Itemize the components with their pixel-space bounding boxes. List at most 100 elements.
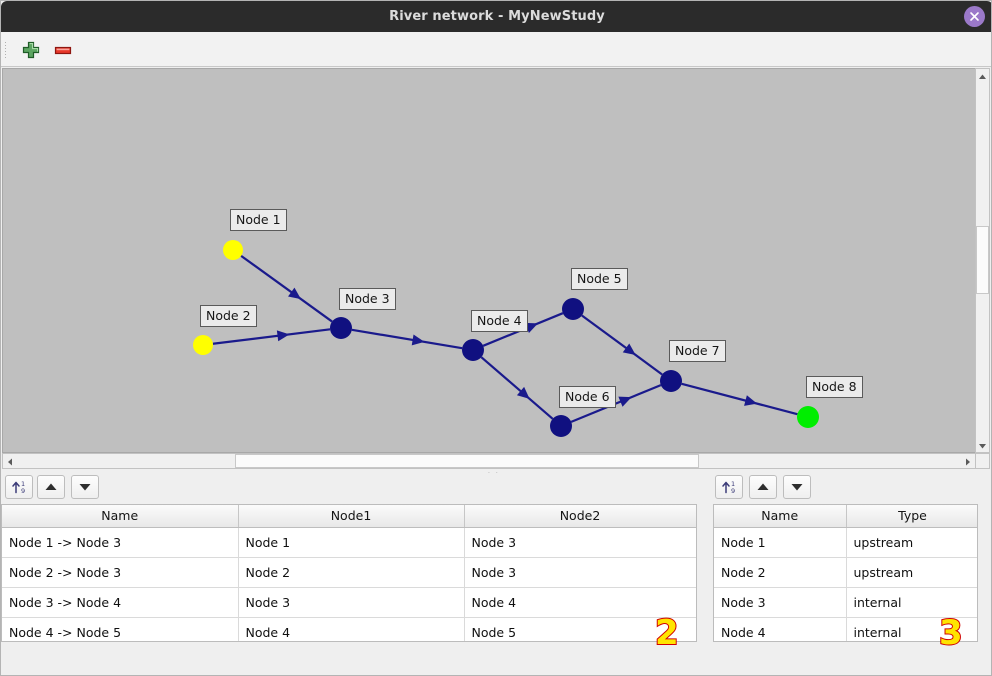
table-cell[interactable]: Node 4 — [238, 617, 465, 641]
window-title: River network - MyNewStudy — [389, 9, 605, 24]
graph-node-label[interactable]: Node 6 — [559, 386, 616, 408]
graph-node[interactable] — [550, 415, 572, 437]
table-cell[interactable]: Node 3 — [464, 527, 696, 558]
svg-text:9: 9 — [21, 487, 25, 495]
graph-edge-arrowhead — [411, 334, 425, 346]
graph-node[interactable] — [660, 370, 682, 392]
network-graph-canvas[interactable]: Node 1 Node 2 Node 3 Node 4 Node 5 Node 6 Node… — [2, 68, 976, 453]
main-toolbar — [1, 32, 991, 67]
svg-text:1: 1 — [731, 480, 735, 488]
table-cell[interactable]: Node 2 — [238, 557, 465, 588]
graph-node-label[interactable]: Node 1 — [230, 209, 287, 231]
graph-hscroll-thumb[interactable] — [235, 454, 699, 468]
table-cell[interactable]: Node 2 -> Node 3 — [2, 557, 239, 588]
scrollbar-corner — [975, 453, 990, 469]
graph-horizontal-scrollbar[interactable] — [2, 453, 976, 469]
graph-edges — [212, 254, 798, 423]
graph-edge[interactable] — [681, 382, 798, 416]
column-header[interactable]: Name — [714, 505, 847, 528]
graph-vscroll-thumb[interactable] — [976, 226, 989, 294]
links-sort-button[interactable]: 1 9 — [5, 475, 33, 499]
graph-edge[interactable] — [570, 384, 662, 423]
graph-edge[interactable] — [240, 254, 333, 323]
close-icon[interactable] — [964, 6, 985, 27]
column-header[interactable]: Node2 — [464, 505, 696, 528]
graph-node-label[interactable]: Node 5 — [571, 268, 628, 290]
graph-edge-arrowhead — [622, 343, 636, 356]
annotation-3: 3 — [938, 612, 964, 654]
table-cell[interactable]: Node 1 -> Node 3 — [2, 527, 239, 558]
graph-node[interactable] — [330, 317, 352, 339]
graph-node[interactable] — [193, 335, 213, 355]
graph-edge-arrowhead — [516, 386, 530, 399]
column-header[interactable]: Node1 — [238, 505, 465, 528]
graph-node-label[interactable]: Node 3 — [339, 288, 396, 310]
nodes-move-up-button[interactable] — [749, 475, 777, 499]
scroll-down-arrow-icon[interactable] — [976, 438, 989, 452]
graph-node-label[interactable]: Node 4 — [471, 310, 528, 332]
column-header[interactable]: Type — [846, 505, 977, 528]
nodes-move-down-button[interactable] — [783, 475, 811, 499]
svg-text:1: 1 — [21, 480, 25, 488]
delete-minus-icon[interactable] — [51, 38, 75, 62]
table-cell[interactable]: Node 1 — [238, 527, 465, 558]
graph-node-label[interactable]: Node 2 — [200, 305, 257, 327]
scroll-left-arrow-icon[interactable] — [3, 454, 17, 468]
column-header[interactable]: Name — [2, 505, 239, 528]
graph-node[interactable] — [223, 240, 243, 260]
links-move-down-button[interactable] — [71, 475, 99, 499]
table-cell[interactable]: Node 4 — [464, 587, 696, 618]
graph-edge-arrowhead — [744, 395, 758, 406]
graph-edge-arrowhead — [276, 330, 290, 342]
graph-node[interactable] — [562, 298, 584, 320]
table-cell[interactable]: upstream — [846, 527, 977, 558]
graph-edge-arrowhead — [618, 396, 632, 407]
table-cell[interactable]: internal — [846, 617, 977, 641]
annotation-2: 2 — [654, 612, 680, 654]
add-plus-icon[interactable] — [19, 38, 43, 62]
table-cell[interactable]: upstream — [846, 557, 977, 588]
table-cell[interactable]: Node 3 — [464, 557, 696, 588]
table-cell[interactable]: Node 3 -> Node 4 — [2, 587, 239, 618]
table-cell[interactable]: Node 1 — [714, 527, 847, 558]
table-cell[interactable]: Node 5 — [464, 617, 696, 641]
graph-edge[interactable] — [581, 314, 663, 376]
table-cell[interactable]: Node 4 -> Node 5 — [2, 617, 239, 641]
graph-edge[interactable] — [212, 328, 331, 345]
table-cell[interactable]: Node 2 — [714, 557, 847, 588]
graph-edge[interactable] — [351, 328, 463, 350]
graph-node-label[interactable]: Node 8 — [806, 376, 863, 398]
graph-edge[interactable] — [480, 356, 554, 420]
table-cell[interactable]: Node 3 — [238, 587, 465, 618]
scroll-up-arrow-icon[interactable] — [976, 69, 989, 83]
graph-node-label[interactable]: Node 7 — [669, 340, 726, 362]
table-cell[interactable]: Node 4 — [714, 617, 847, 641]
links-move-up-button[interactable] — [37, 475, 65, 499]
scroll-right-arrow-icon[interactable] — [961, 454, 975, 468]
graph-node[interactable] — [797, 406, 819, 428]
graph-node[interactable] — [462, 339, 484, 361]
graph-vertical-scrollbar[interactable] — [975, 68, 990, 453]
table-cell[interactable]: internal — [846, 587, 977, 618]
nodes-sort-button[interactable]: 1 9 — [715, 475, 743, 499]
table-cell[interactable]: Node 3 — [714, 587, 847, 618]
toolbar-grip[interactable] — [5, 40, 10, 58]
